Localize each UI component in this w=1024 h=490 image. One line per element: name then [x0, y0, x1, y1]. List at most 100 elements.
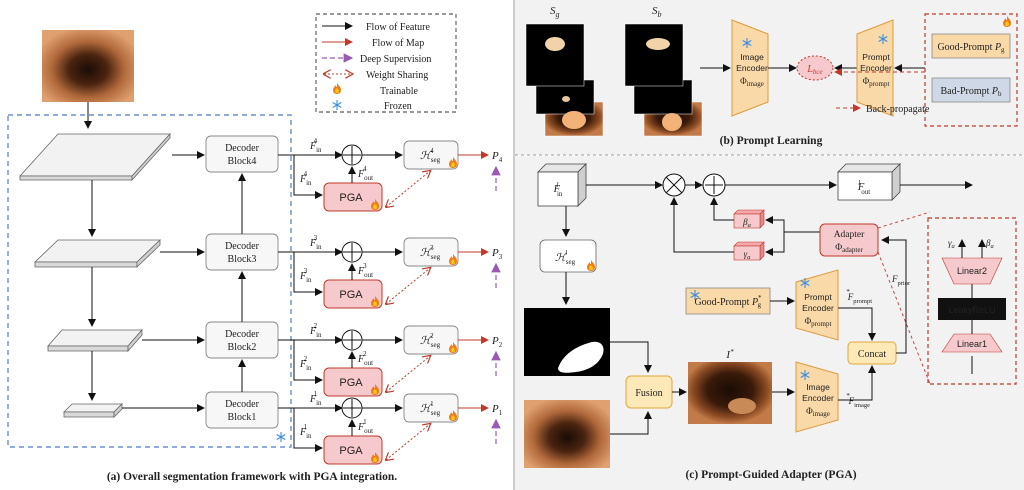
svg-text:Φprompt: Φprompt — [863, 76, 890, 88]
seg-head-label: ℋseg1 — [420, 400, 441, 417]
svg-text:Fusion: Fusion — [635, 388, 662, 399]
svg-text:βa: βa — [985, 238, 994, 250]
fout-cube — [837, 163, 901, 201]
svg-text:Fprompt*: Fprompt* — [846, 288, 872, 305]
pga-label: PGA — [339, 377, 363, 389]
svg-text:I*: I* — [725, 348, 734, 361]
fin-label-top: Fin3 — [309, 234, 322, 251]
decoder-line1: Decoder — [225, 143, 260, 154]
svg-text:Encoder: Encoder — [802, 303, 834, 313]
svg-text:Φimage: Φimage — [806, 406, 830, 418]
svg-text:Lbce: Lbce — [806, 64, 822, 76]
prediction-label: P1 — [491, 403, 503, 417]
decoder-line1: Decoder — [225, 329, 260, 340]
decoder-line1: Decoder — [225, 241, 260, 252]
sb-label: Sb — [652, 5, 662, 19]
svg-text:Φimage: Φimage — [740, 76, 764, 88]
caption-c: (c) Prompt-Guided Adapter (PGA) — [685, 469, 856, 481]
gamma-box — [733, 241, 765, 261]
encoder-slab-4 — [19, 132, 171, 182]
prompt-encoder-c — [795, 269, 839, 341]
encoder-region — [7, 114, 292, 448]
encoder-slab-3 — [34, 239, 161, 268]
prompt-group — [924, 13, 1018, 127]
legend-deep-supervision: Deep Supervision — [360, 54, 431, 65]
svg-text:Fimage*: Fimage* — [846, 392, 870, 409]
pga-label: PGA — [339, 192, 363, 204]
seg-head-label: ℋseg3 — [420, 244, 441, 261]
decoder-line1: Decoder — [225, 399, 260, 410]
adapter-detail — [927, 217, 1017, 385]
fin-label-side: Fin4 — [299, 170, 312, 187]
fout-label: Fout1 — [357, 418, 373, 435]
prediction-label: P3 — [491, 247, 503, 261]
encoder-slab-1 — [63, 403, 123, 418]
sg-label: Sg — [550, 5, 560, 19]
fin-label-side: Fin2 — [299, 355, 312, 372]
linear1-block — [941, 333, 1003, 353]
prediction-label: P2 — [491, 335, 503, 349]
legend-frozen: Frozen — [384, 101, 412, 112]
adapter-block — [819, 223, 879, 257]
svg-text:Prompt: Prompt — [804, 292, 832, 302]
fout-label: Fout3 — [357, 262, 373, 279]
fin-label-side: Fin1 — [299, 423, 312, 440]
sb-mask — [624, 23, 684, 87]
legend-flow-map: Flow of Map — [372, 38, 424, 49]
input-endoscopy-image — [42, 30, 134, 102]
svg-text:Foutl: Foutl — [857, 179, 870, 196]
fout-label: Fout4 — [357, 165, 373, 182]
beta-box — [733, 209, 765, 229]
panel-c: Finl Foutl βa γa — [515, 156, 1024, 490]
svg-text:Encoder: Encoder — [736, 63, 768, 73]
loss-node — [796, 55, 834, 81]
decoder-line2: Block1 — [228, 412, 257, 423]
encoder-slab-2 — [47, 328, 143, 353]
svg-text:Φadapter: Φadapter — [835, 243, 863, 254]
legend-weight-sharing: Weight Sharing — [366, 70, 428, 81]
decoder-line2: Block4 — [228, 156, 257, 167]
svg-text:Good-Prompt Pg: Good-Prompt Pg — [937, 42, 1005, 54]
svg-text:βa: βa — [742, 217, 751, 229]
legend-box — [315, 13, 457, 113]
image-encoder-b — [731, 19, 769, 117]
decoder-line2: Block3 — [228, 254, 257, 265]
svg-text:Adapter: Adapter — [834, 230, 865, 240]
seg-head-c — [539, 239, 597, 273]
fin-label-top: Fin4 — [309, 137, 322, 154]
svg-text:Concat: Concat — [858, 349, 887, 360]
fin-label-side: Fin3 — [299, 267, 312, 284]
prompt-encoder-b — [856, 19, 894, 117]
pga-label: PGA — [339, 289, 363, 301]
caption-b: (b) Prompt Learning — [720, 135, 823, 147]
back-propagate-label: Back-propagate — [866, 104, 930, 115]
pga-block — [323, 367, 383, 397]
legend-trainable: Trainable — [380, 86, 419, 97]
decoder-line2: Block2 — [228, 342, 257, 353]
pga-block — [323, 279, 383, 309]
panel-b: Sg Sb Image Encoder Φimage Lbce Prompt E… — [515, 0, 1024, 156]
svg-text:ℋsegl: ℋsegl — [555, 249, 576, 266]
fused-image — [688, 362, 772, 424]
svg-text:Good-Prompt P*g: Good-Prompt P*g — [694, 294, 762, 309]
svg-text:Encoder: Encoder — [802, 393, 834, 403]
caption-a: (a) Overall segmentation framework with … — [107, 471, 397, 483]
svg-text:γa: γa — [744, 249, 751, 261]
svg-text:Φprompt: Φprompt — [805, 316, 832, 328]
panel-a: DecoderBlock4DecoderBlock3DecoderBlock2D… — [7, 13, 503, 483]
legend-flow-feature: Flow of Feature — [366, 22, 430, 33]
sg-mask — [525, 23, 585, 87]
prediction-label: P4 — [491, 150, 503, 164]
seg-head-label: ℋseg2 — [420, 332, 441, 349]
leaky-relu-block — [938, 298, 1006, 320]
good-prompt-c — [685, 287, 771, 315]
svg-text:LeakyReLU: LeakyReLU — [948, 305, 995, 315]
fin-label-top: Fin2 — [309, 322, 322, 339]
svg-text:Image: Image — [740, 52, 764, 62]
